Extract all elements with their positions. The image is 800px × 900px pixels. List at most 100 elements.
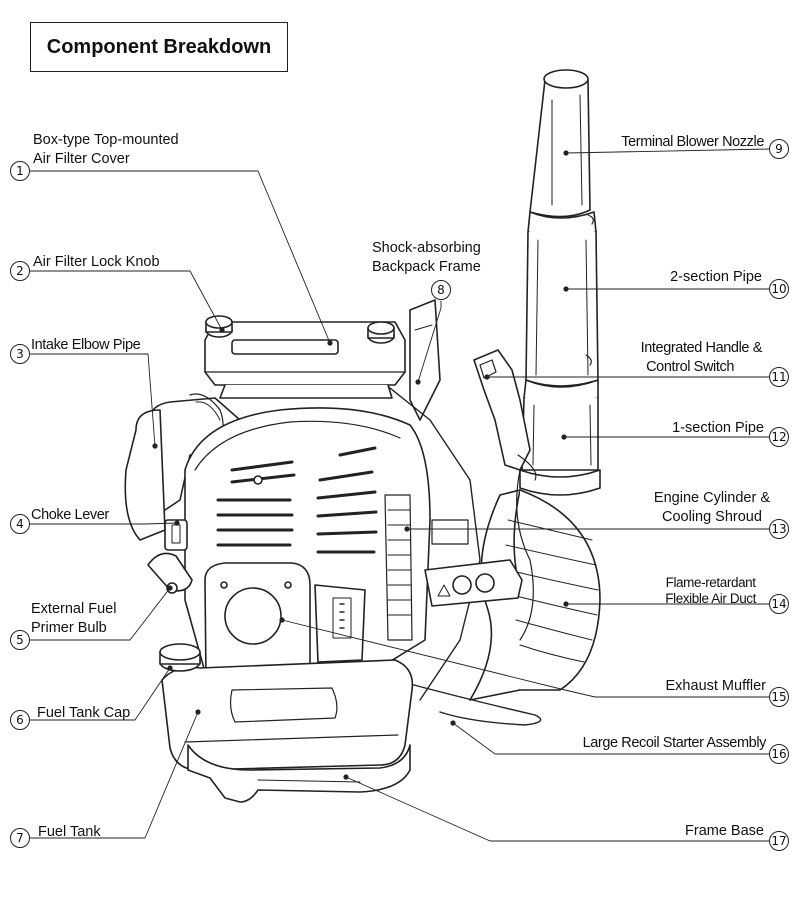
- label-14-line-a: Flame-retardant: [665, 575, 756, 590]
- label-8-line-b: Backpack Frame: [372, 259, 481, 275]
- leader-line-7: [29, 711, 199, 839]
- label-9-text: Terminal Blower Nozzle: [621, 134, 764, 150]
- callout-badge-3: 3: [10, 344, 30, 364]
- label-12-text: 1-section Pipe: [672, 420, 764, 436]
- label-7: Fuel Tank: [38, 823, 101, 842]
- callout-badge-14: 14: [769, 594, 789, 614]
- callout-circle-11: [769, 367, 789, 387]
- leader-line-16: [452, 722, 770, 755]
- leader-line-1: [29, 170, 331, 344]
- callout-badge-4: 4: [10, 514, 30, 534]
- callout-circle-16: [769, 744, 789, 764]
- callout-number-13: 13: [771, 522, 786, 536]
- label-3-text: Intake Elbow Pipe: [31, 337, 141, 353]
- callout-circle-15: [769, 687, 789, 707]
- leader-line-5: [29, 587, 171, 641]
- callout-circle-14: [769, 594, 789, 614]
- side-control-panel: [424, 559, 523, 607]
- callout-badge-11: 11: [769, 367, 789, 387]
- label-4: Choke Lever: [31, 506, 109, 525]
- leader-dot-1: [327, 340, 333, 346]
- callout-number-2: 2: [16, 264, 24, 278]
- leader-dot-5: [167, 585, 173, 591]
- label-10: 2-section Pipe: [670, 268, 762, 287]
- label-8-line-a: Shock-absorbing: [372, 240, 481, 256]
- label-11-line-a: Integrated Handle &: [640, 340, 763, 356]
- leader-line-3: [29, 353, 156, 447]
- fuel-tank-cap: [159, 643, 201, 672]
- callout-circle-5: [10, 630, 30, 650]
- label-8: Shock-absorbing Backpack Frame: [372, 239, 481, 277]
- leader-line-17: [345, 776, 770, 842]
- label-6-text: Fuel Tank Cap: [37, 705, 131, 721]
- label-9: Terminal Blower Nozzle: [621, 133, 764, 152]
- label-3: Intake Elbow Pipe: [31, 336, 141, 355]
- label-16-text: Large Recoil Starter Assembly: [582, 735, 767, 751]
- label-13-line-b: Cooling Shroud: [661, 509, 762, 525]
- callout-number-11: 11: [771, 370, 786, 384]
- callout-badge-6: 6: [10, 710, 30, 730]
- label-6: Fuel Tank Cap: [37, 704, 130, 723]
- leader-dot-4: [174, 520, 180, 526]
- callout-circle-8: [431, 280, 451, 300]
- callout-number-9: 9: [775, 142, 783, 156]
- two-section-pipe: [525, 211, 599, 387]
- leader-dot-6: [167, 665, 173, 671]
- callout-number-5: 5: [16, 633, 24, 647]
- callout-circle-12: [769, 427, 789, 447]
- callout-number-16: 16: [771, 747, 786, 761]
- label-1-line-a: Box-type Top-mounted: [33, 132, 179, 148]
- callout-circle-1: [10, 161, 30, 181]
- diagram-title: Component Breakdown: [30, 22, 288, 72]
- callout-badge-1: 1: [10, 161, 30, 181]
- callout-number-14: 14: [771, 597, 786, 611]
- callout-circle-9: [769, 139, 789, 159]
- callout-number-6: 6: [16, 713, 24, 727]
- label-17: Frame Base: [685, 822, 764, 841]
- callout-badge-15: 15: [769, 687, 789, 707]
- leader-dot-9: [563, 150, 569, 156]
- label-13: Engine Cylinder & Cooling Shroud: [654, 489, 770, 527]
- callout-badge-17: 17: [769, 831, 789, 851]
- callout-badge-13: 13: [769, 519, 789, 539]
- callout-badge-12: 12: [769, 427, 789, 447]
- leader-dot-2: [219, 327, 225, 333]
- callout-number-15: 15: [771, 690, 786, 704]
- label-11-line-b: Control Switch: [646, 359, 734, 375]
- leader-dot-15: [279, 617, 285, 623]
- leader-line-9: [565, 148, 770, 154]
- callout-number-17: 17: [771, 834, 786, 848]
- callout-circle-2: [10, 261, 30, 281]
- label-1: Box-type Top-mounted Air Filter Cover: [33, 131, 179, 169]
- label-12: 1-section Pipe: [672, 419, 764, 438]
- callout-circle-10: [769, 279, 789, 299]
- leader-dot-8: [415, 379, 421, 385]
- label-10-text: 2-section Pipe: [670, 269, 762, 285]
- callout-badge-16: 16: [769, 744, 789, 764]
- callout-badge-10: 10: [769, 279, 789, 299]
- callout-badge-8: 8: [431, 280, 451, 300]
- leader-dot-3: [152, 443, 158, 449]
- fuel-tank: [161, 659, 414, 771]
- leader-line-4: [29, 522, 178, 525]
- label-2: Air Filter Lock Knob: [33, 253, 160, 272]
- choke-lever: [164, 519, 188, 551]
- one-section-pipe: [519, 379, 601, 496]
- callout-number-8: 8: [437, 283, 445, 297]
- label-5-line-a: External Fuel: [31, 601, 117, 617]
- callout-badge-7: 7: [10, 828, 30, 848]
- leader-dot-13: [404, 526, 410, 532]
- leader-line-6: [29, 667, 171, 721]
- callout-number-3: 3: [16, 347, 24, 361]
- leader-dot-11: [484, 374, 490, 380]
- leader-dot-7: [195, 709, 201, 715]
- label-4-text: Choke Lever: [31, 507, 109, 523]
- label-14-line-b: Flexible Air Duct: [665, 591, 756, 606]
- label-5-line-b: Primer Bulb: [31, 620, 107, 636]
- air-filter-lock-knobs: [205, 315, 395, 344]
- leader-dot-14: [563, 601, 569, 607]
- leader-dot-10: [563, 286, 569, 292]
- callout-number-7: 7: [16, 831, 24, 845]
- callout-circle-3: [10, 344, 30, 364]
